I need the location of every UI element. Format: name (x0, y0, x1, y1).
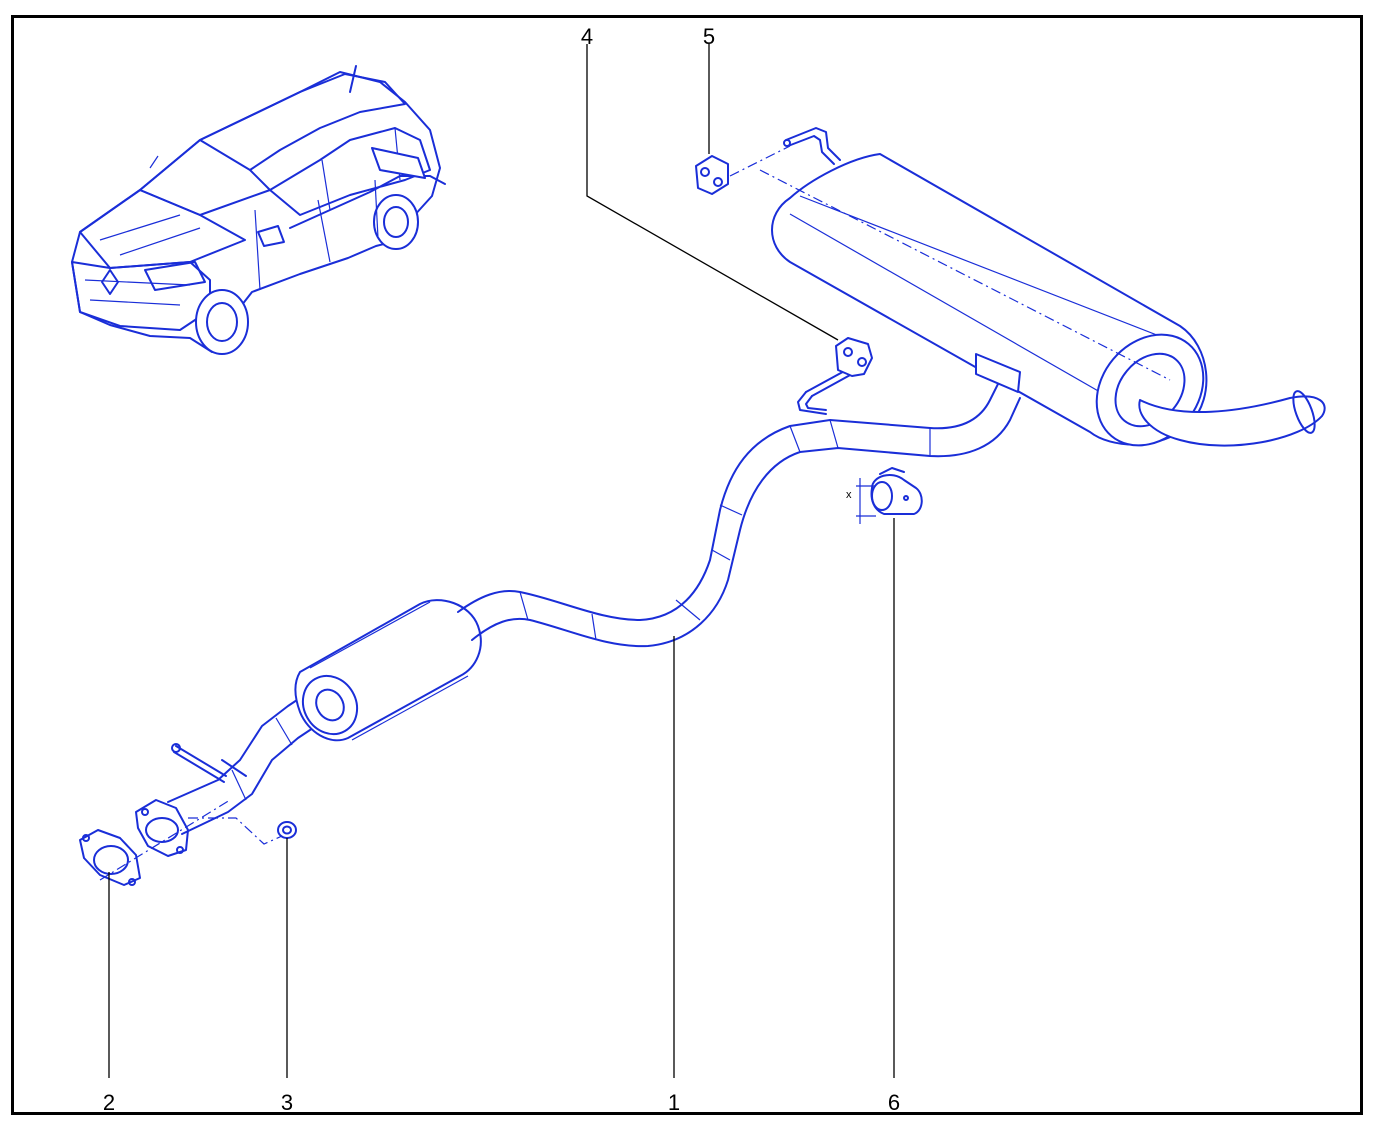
assembly-lines (99, 145, 1171, 881)
rear-silencer (771, 127, 1326, 447)
vehicle-illustration (71, 65, 446, 355)
callout-5: 5 (703, 24, 715, 49)
clamp-dimension-label: x (846, 489, 852, 501)
leader-lines (108, 44, 895, 1078)
callout-4: 4 (581, 24, 593, 49)
intermediate-pipe (457, 367, 1021, 648)
callout-2: 2 (103, 1090, 115, 1115)
callout-3: 3 (281, 1090, 293, 1115)
nut (277, 821, 297, 839)
flange-gasket (79, 829, 141, 886)
rubber-mount-4 (835, 337, 873, 377)
centre-silencer (294, 599, 482, 742)
front-pipe (135, 689, 323, 857)
clamp: x (846, 467, 923, 524)
callout-1: 1 (668, 1090, 680, 1115)
rubber-mount-5 (695, 155, 729, 195)
callout-6: 6 (888, 1090, 900, 1115)
